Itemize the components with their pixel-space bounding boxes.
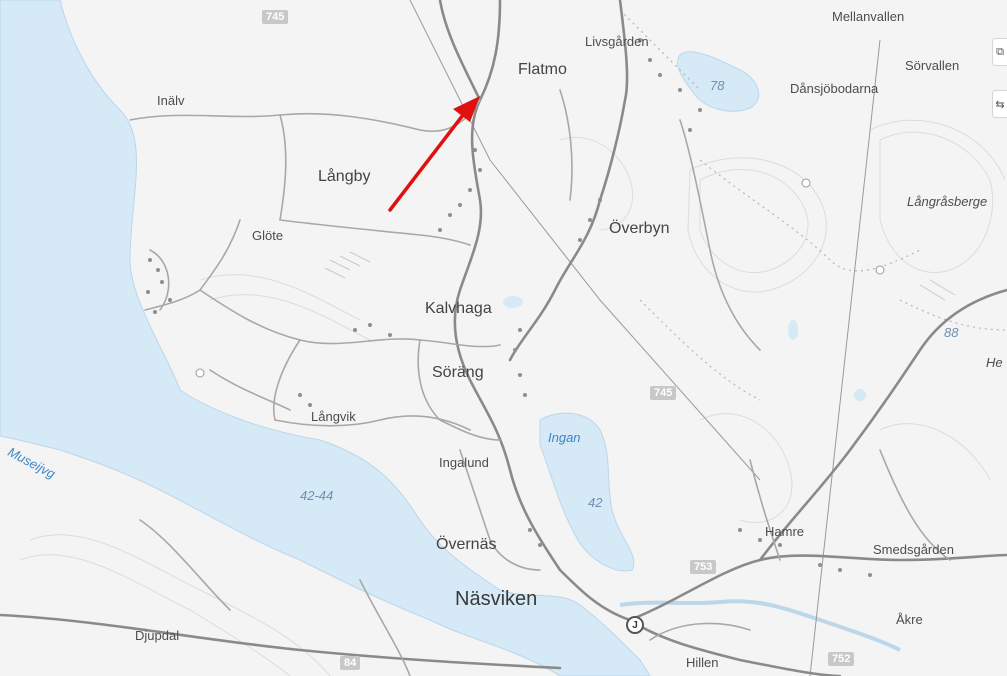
- place-label-nasviken: Näsviken: [455, 588, 538, 610]
- water-label-pond-level: 78: [710, 78, 725, 93]
- place-label-he: He: [986, 355, 1003, 370]
- place-label-hillen: Hillen: [686, 655, 719, 670]
- river-south: [619, 599, 901, 652]
- place-label-kalvhaga: Kalvhaga: [425, 300, 492, 317]
- place-label-hamre: Hamre: [765, 524, 805, 539]
- marker-dot: [875, 265, 885, 275]
- pond-east2: [854, 389, 866, 401]
- swap-icon: ⇆: [995, 98, 1005, 111]
- marker-dot: [801, 178, 811, 188]
- place-label-sorvallen: Sörvallen: [905, 58, 960, 73]
- marsh: [324, 251, 956, 301]
- minor-roads: [129, 89, 951, 676]
- layers-icon: ⧉: [996, 45, 1004, 58]
- road-number-753: 753: [690, 560, 717, 574]
- place-label-langrasberget: Långråsberge: [907, 194, 988, 209]
- place-label-djupdal: Djupdal: [135, 628, 180, 643]
- place-label-flatmo: Flatmo: [518, 61, 567, 78]
- ingan-lake: [539, 412, 635, 572]
- place-label-inalv: Inälv: [157, 93, 185, 108]
- place-label-ingalund: Ingalund: [439, 455, 489, 470]
- annotation-arrow: [388, 96, 480, 212]
- place-label-langvik: Långvik: [311, 409, 356, 424]
- place-label-langby: Långby: [318, 168, 371, 185]
- lake-water: [0, 0, 651, 676]
- water-label-ingan-level: 42: [588, 495, 603, 510]
- road-number-84: 84: [340, 656, 361, 670]
- pond-kalvhaga: [503, 296, 523, 308]
- elevation-label-88: 88: [944, 325, 959, 340]
- place-label-mellanvallen: Mellanvallen: [832, 9, 905, 24]
- road-number-745: 745: [262, 10, 289, 24]
- place-label-overbyn: Överbyn: [609, 220, 670, 237]
- layers-button[interactable]: ⧉: [992, 38, 1007, 66]
- road-number-752: 752: [828, 652, 855, 666]
- place-label-glote: Glöte: [252, 228, 284, 243]
- water-label-ingan: Ingan: [548, 430, 581, 445]
- buildings: [146, 38, 872, 577]
- power-lines: [409, 0, 881, 676]
- junction-marker: J: [626, 616, 644, 634]
- place-label-akre: Åkre: [896, 612, 923, 627]
- swap-button[interactable]: ⇆: [992, 90, 1007, 118]
- road-number-745: 745: [650, 386, 677, 400]
- place-label-overnas: Övernäs: [436, 536, 497, 553]
- pond-east: [788, 320, 798, 340]
- water-label-lake-level: 42-44: [300, 488, 334, 503]
- marker-dot: [195, 368, 205, 378]
- pond-78: [677, 51, 760, 112]
- place-label-livsgarden: Livsgården: [585, 34, 649, 49]
- place-label-smedsgarden: Smedsgården: [873, 542, 954, 557]
- place-label-sorang: Söräng: [432, 364, 484, 381]
- trails: [619, 9, 1007, 401]
- place-label-dansjobodarna: Dånsjöbodarna: [790, 81, 879, 96]
